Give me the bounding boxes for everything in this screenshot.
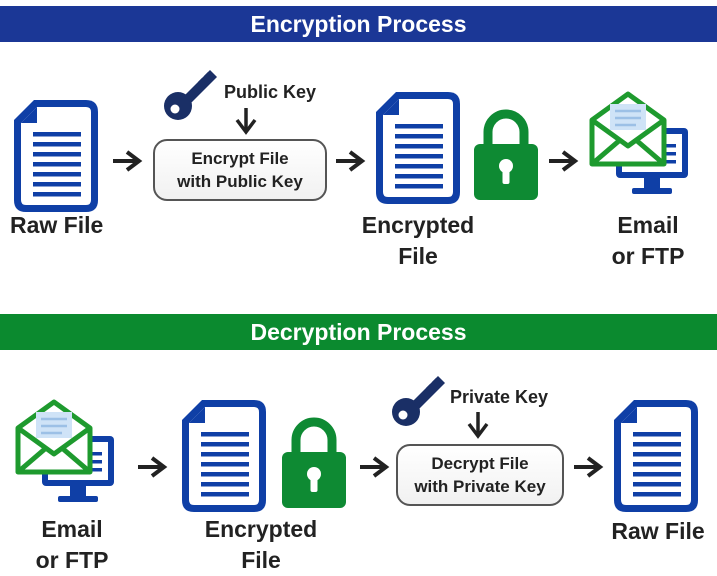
private-key-label: Private Key <box>450 387 549 407</box>
email-ftp-label: Email or FTP <box>22 514 122 576</box>
email-ftp-label: Email or FTP <box>598 210 698 272</box>
encrypt-process-line1: Encrypt File <box>191 149 289 168</box>
encrypted-file-label: Encrypted File <box>351 210 485 272</box>
key-icon <box>392 376 445 426</box>
encrypt-process-box: Encrypt File with Public Key <box>153 139 327 201</box>
decrypt-process-box: Decrypt File with Private Key <box>396 444 564 506</box>
decrypt-process-line1: Decrypt File <box>431 454 529 473</box>
arrow-down-icon <box>467 410 489 438</box>
document-icon <box>376 92 460 204</box>
raw-file-label: Raw File <box>611 518 705 544</box>
decryption-title: Decryption Process <box>250 318 467 345</box>
document-icon <box>14 100 98 212</box>
encryption-title: Encryption Process <box>250 10 467 37</box>
email-ftp-line2: or FTP <box>35 547 109 573</box>
email-ftp-line1: Email <box>41 516 103 542</box>
encryption-banner: Encryption Process <box>0 6 717 42</box>
arrow-right-icon <box>111 150 141 172</box>
arrow-right-icon <box>572 456 602 478</box>
arrow-right-icon <box>334 150 364 172</box>
encrypted-file-line2: File <box>241 547 281 573</box>
public-key-label: Public Key <box>224 82 317 102</box>
envelope-icon <box>14 398 118 504</box>
email-ftp-line2: or FTP <box>611 243 685 269</box>
decryption-banner: Decryption Process <box>0 314 717 350</box>
padlock-icon <box>282 418 346 508</box>
encrypt-process-line2: with Public Key <box>177 172 303 191</box>
document-icon <box>614 400 698 512</box>
decrypt-process-line2: with Private Key <box>414 477 546 496</box>
encrypted-file-line1: Encrypted <box>361 212 475 238</box>
email-ftp-line1: Email <box>617 212 679 238</box>
arrow-down-icon <box>235 106 257 134</box>
encrypted-file-label: Encrypted File <box>194 514 328 576</box>
padlock-icon <box>474 110 538 200</box>
document-icon <box>182 400 266 512</box>
envelope-icon <box>588 90 692 196</box>
key-icon <box>164 70 217 120</box>
arrow-right-icon <box>547 150 577 172</box>
encrypted-file-line1: Encrypted <box>204 516 318 542</box>
encrypted-file-line2: File <box>398 243 438 269</box>
raw-file-label: Raw File <box>10 212 104 238</box>
arrow-right-icon <box>358 456 388 478</box>
arrow-right-icon <box>136 456 166 478</box>
